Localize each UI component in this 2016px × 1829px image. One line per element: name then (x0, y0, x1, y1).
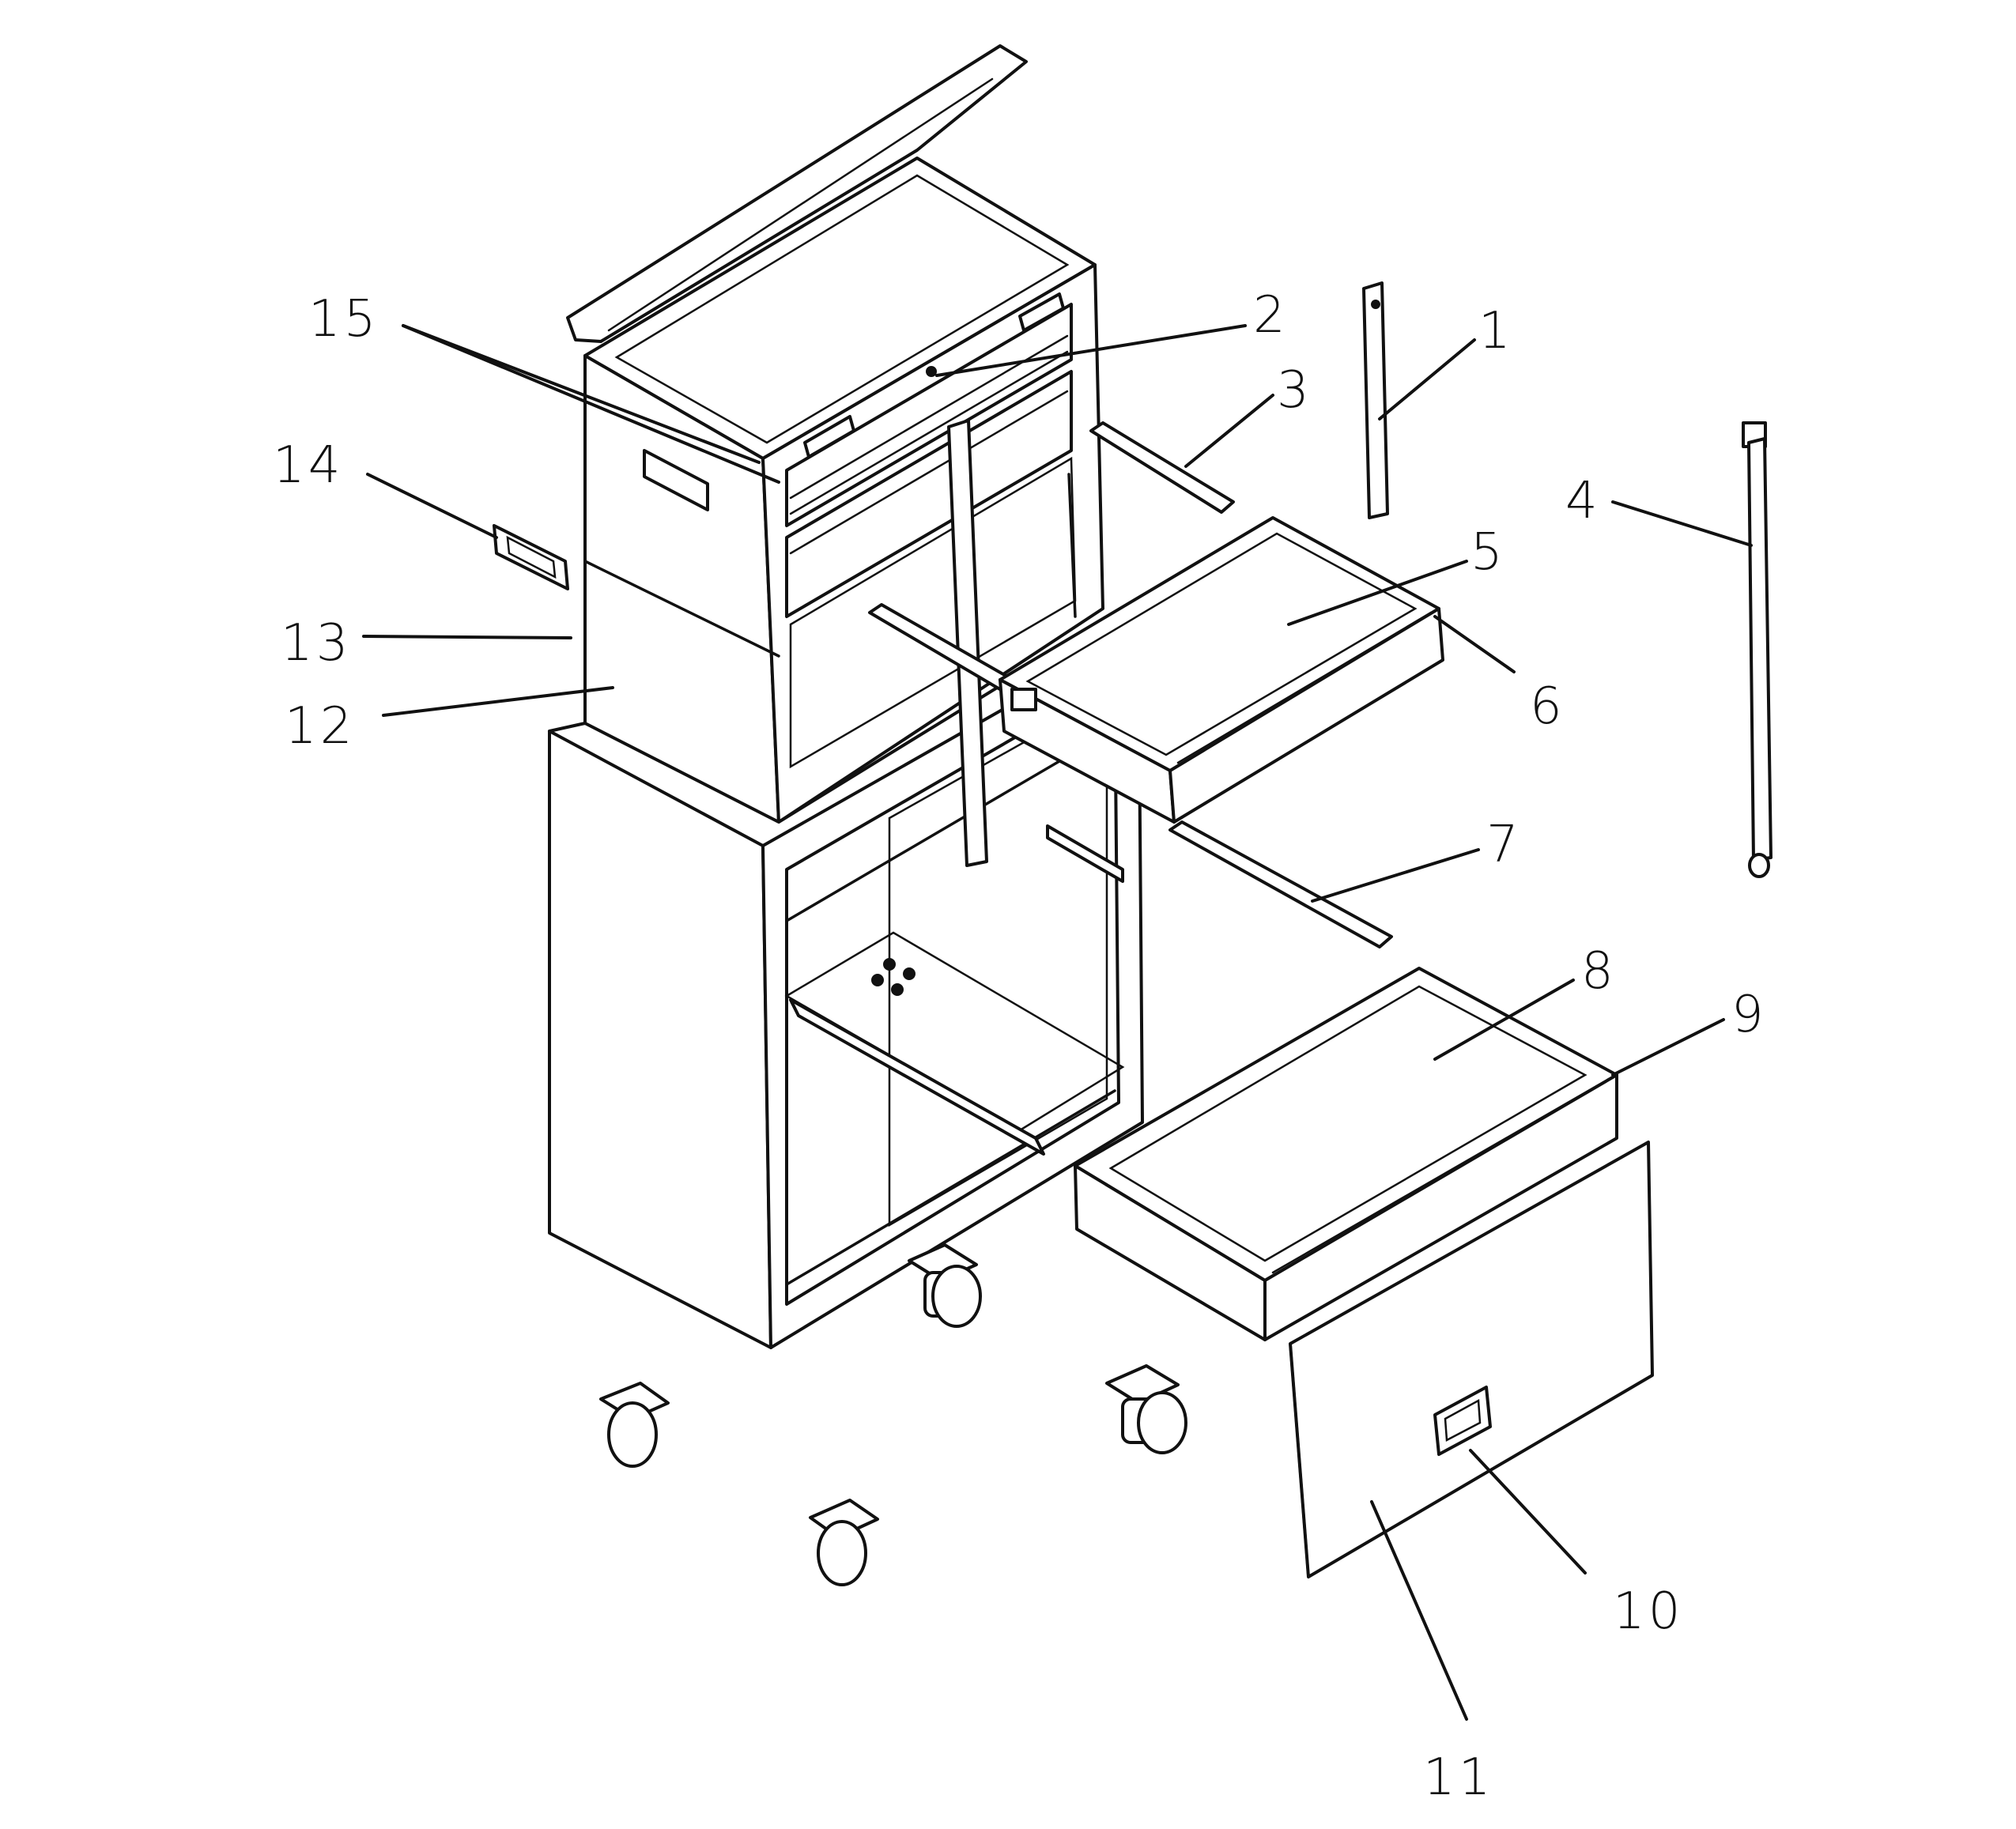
leader-9 (1611, 1018, 1725, 1077)
leader-4 (1611, 500, 1753, 547)
leader-3 (1184, 394, 1274, 468)
top-handle-right (1018, 292, 1065, 332)
leader-11 (1370, 1500, 1468, 1721)
shelf-hole-4 (891, 983, 904, 996)
leader-8 (1433, 979, 1575, 1061)
chest-side-band (583, 560, 780, 658)
front-panel-lip (1289, 1342, 1310, 1578)
top-tray-inner (614, 174, 1070, 444)
callout-1: 1 (1478, 302, 1514, 360)
lock-dot (926, 366, 937, 377)
callout-11: 11 (1423, 1748, 1493, 1807)
part-4-lock-rod (947, 419, 988, 867)
leader-2 (935, 324, 1247, 377)
rail-hatch-2 (789, 350, 1069, 515)
cabinet-slide-rail-lower (789, 998, 1045, 1156)
leader-6 (1433, 615, 1516, 673)
leader-15a (402, 324, 761, 464)
callout-4: 4 (1565, 472, 1601, 530)
part-4-bottom-eye (1748, 853, 1770, 878)
top-chest (566, 44, 1104, 824)
callout-15: 15 (308, 290, 379, 349)
chest-drawer-opening-mid (785, 370, 1073, 618)
top-drawer (868, 516, 1444, 824)
callout-13: 13 (281, 614, 351, 673)
part-10-handle-inner (1444, 1398, 1482, 1442)
callout-2: 2 (1253, 286, 1289, 345)
part-14-side-handle (493, 524, 569, 590)
part-1-hole (1371, 300, 1380, 309)
top-handle-left (803, 415, 855, 458)
chest-inner-post (1067, 473, 1077, 618)
lid-rim (607, 77, 994, 332)
caster-back (908, 1243, 982, 1328)
leader-5 (1287, 560, 1468, 626)
bottom-drawer-right-face (1263, 1073, 1618, 1341)
part-4-rod (1747, 437, 1772, 862)
drawer-front-panel (1289, 1141, 1654, 1578)
leader-10 (1469, 1449, 1587, 1574)
callout-6: 6 (1530, 677, 1565, 736)
callout-5: 5 (1470, 523, 1506, 582)
callout-10: 10 (1613, 1582, 1683, 1641)
caster-front-right (1105, 1364, 1187, 1454)
shelf-hole-1 (883, 958, 896, 971)
shelf-hole-3 (871, 974, 884, 986)
top-drawer-latch (1010, 688, 1037, 711)
chest-drawer-opening-top (785, 303, 1073, 527)
bottom-drawer-inner (1108, 985, 1588, 1262)
leader-12 (382, 686, 614, 717)
part-10-panel-handle (1433, 1386, 1492, 1456)
rail-hatch-3 (789, 390, 1069, 555)
top-drawer-right-face (1168, 607, 1444, 824)
cabinet-lower-rail (785, 1089, 1116, 1286)
shelf-hole-2 (903, 967, 916, 980)
callout-8: 8 (1581, 942, 1617, 1001)
leader-15b (402, 324, 780, 484)
chest-side-handle-slot (643, 449, 709, 511)
callout-3: 3 (1277, 361, 1312, 420)
leader-13 (362, 635, 572, 639)
top-drawer-rail-detail (1176, 611, 1433, 764)
callout-12: 12 (285, 697, 355, 756)
lid-front-edge (599, 149, 919, 343)
cabinet-upper-rail (785, 730, 1112, 922)
caster-front-center (809, 1499, 879, 1586)
base-cabinet (548, 599, 1144, 1349)
top-drawer-inner (1025, 532, 1418, 756)
callout-14: 14 (273, 436, 343, 495)
leader-7 (1311, 848, 1480, 903)
casters (599, 1243, 1187, 1586)
part-1-lock-bar (1362, 281, 1389, 519)
leader-14 (366, 473, 498, 539)
leader-1 (1378, 338, 1476, 420)
bottom-drawer-rail-detail (1271, 1077, 1610, 1274)
bottom-drawer (1074, 967, 1618, 1341)
callout-labels: 1 2 3 4 5 6 7 8 9 10 11 12 13 14 15 (273, 286, 1767, 1807)
part-7-slide-rail (1168, 820, 1393, 948)
callout-9: 9 (1731, 986, 1767, 1044)
leader-lines (362, 324, 1753, 1721)
cabinet-slide-rail-upper (1046, 824, 1124, 883)
caster-front-left (599, 1382, 670, 1468)
callout-7: 7 (1486, 816, 1522, 874)
part-3-slide-rail (1089, 421, 1235, 514)
